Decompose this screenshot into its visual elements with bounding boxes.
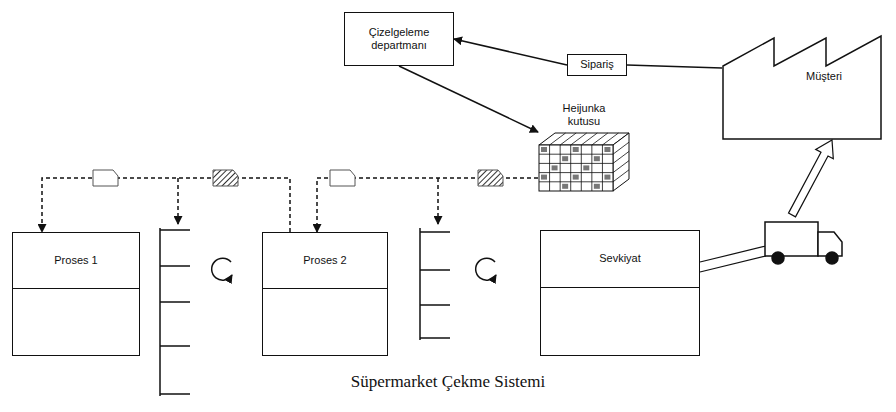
process-box: Sevkiyat [540, 230, 700, 356]
node-text: Heijunka kutusu [538, 102, 630, 128]
flow-arrow [399, 66, 538, 132]
supermarket-rack [420, 228, 450, 340]
heijunka-box: Heijunka kutusu [538, 102, 630, 192]
truck-icon [765, 222, 842, 264]
node-text: Sevkiyat [541, 231, 699, 287]
production-kanban [330, 170, 355, 186]
shipping-line [700, 256, 766, 272]
cycle-arrow [212, 258, 232, 280]
supermarket-rack [160, 228, 190, 396]
flow-arrow [627, 65, 722, 68]
node-text: Sipariş [580, 58, 614, 71]
node-text: Proses 2 [263, 233, 387, 288]
node-text: Çizelgeleme departmanı [345, 26, 453, 52]
customer-factory: Müşteri [722, 30, 882, 140]
withdrawal-kanban [213, 170, 238, 186]
order-box: Sipariş [567, 54, 627, 76]
shipping-line [700, 246, 766, 262]
cycle-arrow [476, 258, 496, 280]
kanban-leader [177, 178, 179, 224]
delivery-arrow [789, 140, 834, 217]
node-text: Proses 1 [13, 233, 139, 288]
box-divider [541, 287, 699, 288]
process-box: Proses 2 [262, 232, 388, 356]
factory-outline [722, 30, 882, 140]
diagram-caption: Süpermarket Çekme Sistemi [0, 372, 896, 392]
department-box: Çizelgeleme departmanı [344, 12, 454, 66]
kanban-leader [437, 178, 439, 224]
box-divider [13, 288, 139, 289]
production-kanban [93, 170, 118, 186]
kanban-flow [42, 178, 290, 232]
process-box: Proses 1 [12, 232, 140, 356]
flow-arrow [454, 39, 567, 65]
withdrawal-kanban [478, 170, 503, 186]
node-text: Müşteri [772, 70, 876, 83]
heijunka-grid [538, 132, 630, 192]
box-divider [263, 288, 387, 289]
